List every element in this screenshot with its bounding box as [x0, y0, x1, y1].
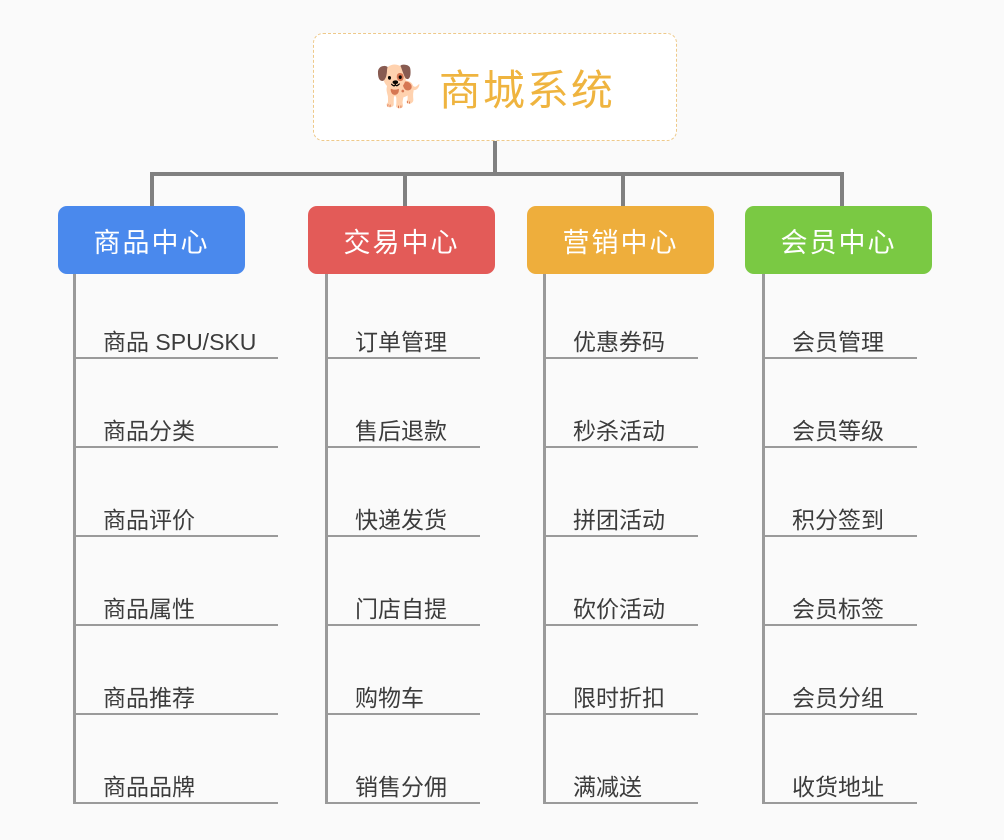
leaf-item[interactable]: 会员标签 — [762, 580, 917, 626]
leaf-item[interactable]: 拼团活动 — [543, 491, 698, 537]
category-header-marketing-center[interactable]: 营销中心 — [527, 206, 714, 274]
leaf-item[interactable]: 限时折扣 — [543, 669, 698, 715]
category-label: 交易中心 — [343, 227, 460, 258]
leaf-item-label: 订单管理 — [355, 328, 447, 355]
leaf-item-label: 会员管理 — [792, 328, 884, 355]
leaf-item-label: 拼团活动 — [573, 506, 665, 533]
bus-bar-line — [150, 172, 844, 176]
leaf-item[interactable]: 积分签到 — [762, 491, 917, 537]
leaf-item-label: 积分签到 — [792, 506, 884, 533]
leaf-item[interactable]: 会员分组 — [762, 669, 917, 715]
category-spine-trade-center — [325, 274, 328, 804]
shiba-dog-face-icon: 🐕 — [375, 65, 425, 109]
leaf-item-label: 商品属性 — [103, 595, 195, 622]
leaf-item-label: 门店自提 — [355, 595, 447, 622]
leaf-item-label: 优惠券码 — [573, 328, 665, 355]
leaf-item-label: 会员标签 — [792, 595, 884, 622]
leaf-item-label: 收货地址 — [792, 773, 884, 800]
category-drop-line-member-center — [840, 172, 844, 206]
root-trunk-line — [493, 141, 497, 176]
category-spine-marketing-center — [543, 274, 546, 804]
leaf-item-label: 秒杀活动 — [573, 417, 665, 444]
category-drop-line-product-center — [150, 172, 154, 206]
leaf-item[interactable]: 商品分类 — [73, 402, 278, 448]
leaf-item[interactable]: 收货地址 — [762, 758, 917, 804]
root-node[interactable]: 🐕 商城系统 — [313, 33, 677, 141]
leaf-item-label: 满减送 — [573, 773, 642, 800]
leaf-item[interactable]: 商品 SPU/SKU — [73, 313, 278, 359]
leaf-item-label: 商品分类 — [103, 417, 195, 444]
leaf-item[interactable]: 砍价活动 — [543, 580, 698, 626]
leaf-item-label: 快递发货 — [355, 506, 447, 533]
category-spine-member-center — [762, 274, 765, 804]
leaf-item[interactable]: 秒杀活动 — [543, 402, 698, 448]
root-title: 商城系统 — [438, 66, 615, 114]
leaf-item[interactable]: 商品评价 — [73, 491, 278, 537]
leaf-item-label: 商品品牌 — [103, 773, 195, 800]
leaf-item-label: 砍价活动 — [573, 595, 665, 622]
category-drop-line-marketing-center — [621, 172, 625, 206]
leaf-item-label: 商品评价 — [103, 506, 195, 533]
leaf-item[interactable]: 快递发货 — [325, 491, 480, 537]
leaf-item[interactable]: 商品品牌 — [73, 758, 278, 804]
category-label: 商品中心 — [93, 227, 210, 258]
leaf-item[interactable]: 门店自提 — [325, 580, 480, 626]
category-header-member-center[interactable]: 会员中心 — [745, 206, 932, 274]
leaf-item-label: 会员分组 — [792, 684, 884, 711]
leaf-item-label: 售后退款 — [355, 417, 447, 444]
leaf-item[interactable]: 售后退款 — [325, 402, 480, 448]
leaf-item[interactable]: 商品推荐 — [73, 669, 278, 715]
leaf-item-label: 购物车 — [355, 684, 424, 711]
category-header-trade-center[interactable]: 交易中心 — [308, 206, 495, 274]
leaf-item[interactable]: 满减送 — [543, 758, 698, 804]
leaf-item[interactable]: 商品属性 — [73, 580, 278, 626]
leaf-item-label: 会员等级 — [792, 417, 884, 444]
leaf-item-label: 销售分佣 — [355, 773, 447, 800]
leaf-item-label: 限时折扣 — [573, 684, 665, 711]
category-drop-line-trade-center — [403, 172, 407, 206]
category-header-product-center[interactable]: 商品中心 — [58, 206, 245, 274]
leaf-item-label: 商品推荐 — [103, 684, 195, 711]
leaf-item[interactable]: 优惠券码 — [543, 313, 698, 359]
leaf-item[interactable]: 销售分佣 — [325, 758, 480, 804]
leaf-item[interactable]: 会员等级 — [762, 402, 917, 448]
leaf-item[interactable]: 订单管理 — [325, 313, 480, 359]
leaf-item-label: 商品 SPU/SKU — [103, 328, 257, 355]
leaf-item[interactable]: 会员管理 — [762, 313, 917, 359]
category-spine-product-center — [73, 274, 76, 804]
category-label: 营销中心 — [562, 227, 679, 258]
category-label: 会员中心 — [780, 227, 897, 258]
leaf-item[interactable]: 购物车 — [325, 669, 480, 715]
